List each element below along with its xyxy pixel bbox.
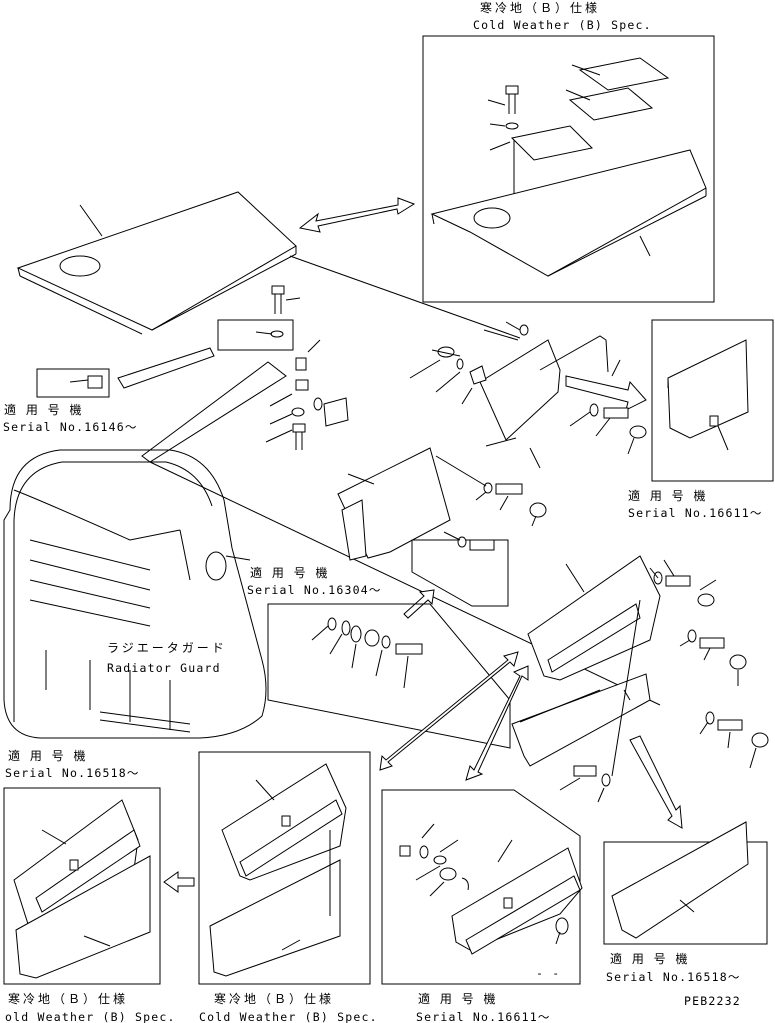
bottom-2-jp: 寒冷地（Ｂ）仕様 — [214, 991, 334, 1006]
bottom-inset-1-frame — [3, 787, 161, 985]
radiator-guard — [3, 449, 267, 739]
serial-16304-jp: 適 用 号 機 — [250, 565, 330, 580]
serial-16518-right-en: Serial No.16518～ — [606, 970, 741, 984]
bottom-inset-1-parts — [13, 799, 151, 979]
bolt-washer-detail — [217, 285, 301, 351]
arrow-left-bottom — [163, 871, 195, 893]
drawing-code: PEB2232 — [684, 994, 741, 1008]
bottom-inset-3-frame — [381, 789, 581, 985]
serial-16518-right-frame — [603, 841, 768, 945]
double-arrow-top — [298, 197, 416, 233]
bottom-inset-2-frame — [198, 751, 371, 985]
serial-16518-left-en: Serial No.16518～ — [5, 766, 140, 780]
serial-16518-left-jp: 適 用 号 機 — [8, 748, 88, 763]
bottom-2-en: Cold Weather (B) Spec. — [199, 1010, 378, 1023]
serial-16146-inset — [36, 347, 215, 398]
bottom-3-dash-mark: - - — [536, 966, 560, 980]
bottom-1-en: old Weather (B) Spec. — [5, 1010, 176, 1023]
right-mid-brackets — [511, 555, 769, 803]
serial-16611-inset-frame — [651, 319, 774, 482]
bottom-inset-3-parts — [399, 823, 583, 955]
serial-16304-inset — [267, 589, 511, 749]
cold-top-en-label: Cold Weather (B) Spec. — [473, 18, 652, 32]
main-top-cover — [16, 191, 521, 339]
serial-16611-en: Serial No.16611～ — [628, 506, 763, 520]
serial-16146-en: Serial No.16146～ — [3, 420, 138, 434]
cold-top-inset-frame — [422, 35, 715, 303]
serial-16611-jp: 適 用 号 機 — [628, 488, 708, 503]
lower-arrows — [379, 651, 683, 829]
bottom-1-jp: 寒冷地（Ｂ）仕様 — [8, 991, 128, 1006]
radiator-guard-jp: ラジエータガード — [107, 641, 227, 655]
cold-top-jp-label: 寒冷地（Ｂ）仕様 — [480, 0, 600, 15]
bottom-inset-2-parts — [209, 763, 347, 977]
serial-16518-right-part — [611, 821, 749, 939]
serial-16611-part — [667, 339, 749, 451]
bottom-3-jp: 適 用 号 機 — [418, 991, 498, 1006]
serial-16518-right-jp: 適 用 号 機 — [610, 951, 690, 966]
serial-16304-en: Serial No.16304～ — [247, 583, 382, 597]
cold-top-cover-assembly — [430, 57, 707, 277]
radiator-guard-en: Radiator Guard — [107, 661, 221, 675]
right-upper-assembly — [409, 321, 647, 469]
serial-16146-jp: 適 用 号 機 — [4, 402, 84, 417]
bottom-3-en: Serial No.16611～ — [416, 1010, 551, 1023]
middle-bracket — [337, 447, 547, 607]
